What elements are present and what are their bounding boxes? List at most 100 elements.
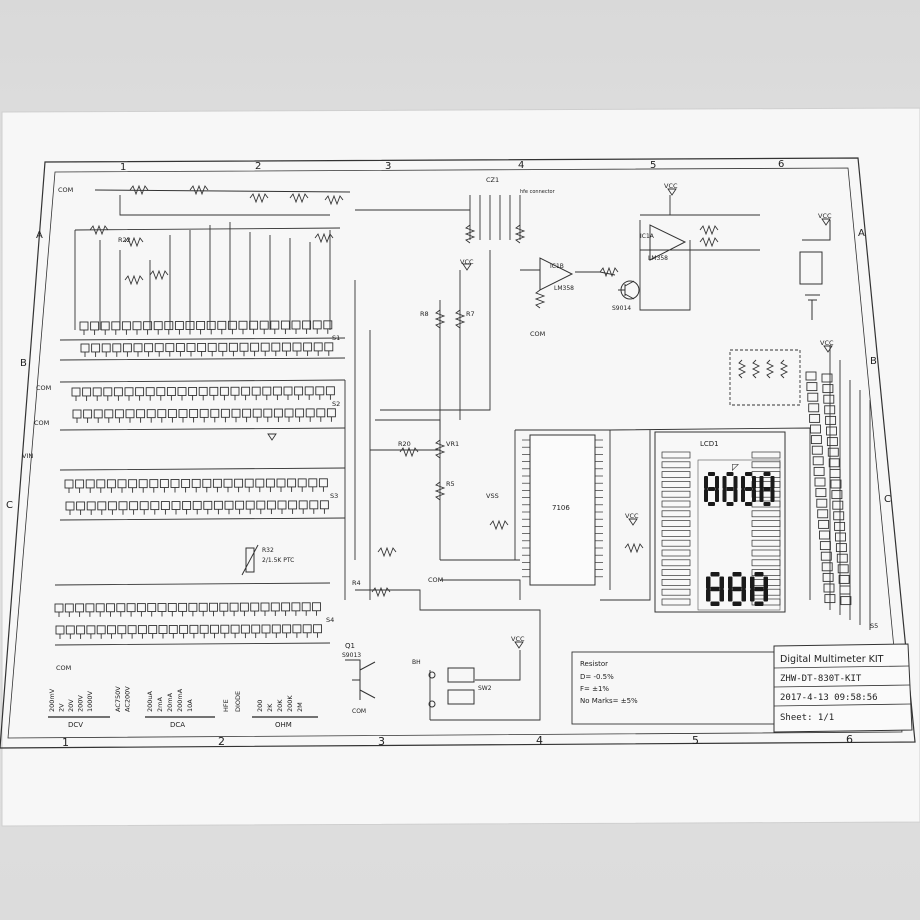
range-label: 10A xyxy=(186,699,194,712)
label-dcv: DCV xyxy=(68,721,83,729)
label-r5: R5 xyxy=(446,480,455,488)
switch-sw2 xyxy=(428,667,475,708)
label-lm358-2: LM358 xyxy=(648,255,668,262)
svg-text:5: 5 xyxy=(650,160,656,171)
label-lm358: LM358 xyxy=(554,285,574,292)
svg-text:4: 4 xyxy=(536,734,543,747)
svg-text:1: 1 xyxy=(120,162,126,173)
notes-d: D= -0.5% xyxy=(580,673,614,681)
label-ohm: OHM xyxy=(275,721,292,729)
label-vss: VSS xyxy=(486,492,499,500)
label-com-mid: COM xyxy=(428,576,443,584)
svg-text:B: B xyxy=(870,356,877,367)
range-label: 20mA xyxy=(166,692,174,712)
label-com-left2: COM xyxy=(34,419,49,427)
label-s3: S3 xyxy=(330,492,338,500)
range-label: 1000V xyxy=(86,690,94,712)
label-s9014: S9014 xyxy=(612,305,631,312)
label-com-bottom: COM xyxy=(56,664,71,672)
title-date: 2017-4-13 09:58:56 xyxy=(780,693,878,703)
switch-s5 xyxy=(805,371,852,606)
label-ptc: 2/1.5K PTC xyxy=(262,557,294,564)
range-label: 2mA xyxy=(156,697,164,712)
title-text: Digital Multimeter KIT xyxy=(780,654,884,665)
svg-text:R32: R32 xyxy=(262,547,274,554)
range-label: 200V xyxy=(77,695,85,712)
wiring xyxy=(54,189,871,721)
range-label: 2K xyxy=(266,703,274,712)
label-bh: BH xyxy=(412,659,421,666)
ptc-resistor xyxy=(241,544,259,576)
ic-pins xyxy=(522,439,603,578)
transistor-q1 xyxy=(352,660,376,700)
range-label: 200uA xyxy=(146,690,154,712)
label-q1-part: S9013 xyxy=(342,652,361,659)
vcc-symbols xyxy=(267,188,833,649)
label-s4: S4 xyxy=(326,616,334,624)
svg-text:C: C xyxy=(6,500,13,511)
row-labels: A B C A B C xyxy=(6,228,891,511)
label-com-top: COM xyxy=(58,186,73,194)
range-label: 2V xyxy=(58,703,66,712)
notes-header: Resistor xyxy=(580,660,608,668)
label-r8: R8 xyxy=(420,310,429,318)
label-vcc2: VCC xyxy=(664,182,678,190)
label-ic1b: IC1B xyxy=(550,263,564,270)
battery xyxy=(799,220,831,320)
switch-s4 xyxy=(54,602,322,639)
label-ic1a: IC1A xyxy=(640,233,655,240)
ic-7106 xyxy=(529,434,596,586)
label-hfe-connector: hfe connector xyxy=(520,189,556,195)
svg-text:A: A xyxy=(858,228,865,239)
label-vcc1: VCC xyxy=(460,258,474,266)
label-vcc5: VCC xyxy=(625,512,639,520)
svg-text:5: 5 xyxy=(692,734,699,747)
switch-s1 xyxy=(79,320,334,357)
label-com-q1: COM xyxy=(352,708,366,715)
label-vr1: VR1 xyxy=(446,440,459,448)
drawing-frame xyxy=(0,157,916,749)
svg-text:C: C xyxy=(884,494,891,505)
title-sheet: Sheet: 1/1 xyxy=(780,713,834,723)
svg-text:2: 2 xyxy=(255,161,261,172)
svg-text:6: 6 xyxy=(778,159,784,170)
svg-text:6: 6 xyxy=(846,733,853,746)
label-lcd: LCD1 xyxy=(700,440,719,448)
label-q1: Q1 xyxy=(345,642,355,650)
label-r22: R22 xyxy=(118,236,131,244)
svg-text:4: 4 xyxy=(518,160,524,171)
column-labels-top: 1 2 3 4 5 6 xyxy=(120,159,784,173)
label-vcc6: VCC xyxy=(511,635,525,643)
opamp-ic1b xyxy=(539,257,574,291)
title-part: ZHW-DT-830T-KIT xyxy=(780,674,862,684)
svg-text:2: 2 xyxy=(218,735,225,748)
range-label: HFE xyxy=(222,699,230,712)
label-vin: VIN xyxy=(22,452,33,460)
label-sw2: SW2 xyxy=(478,685,492,692)
label-com-right: COM xyxy=(530,330,545,338)
lcd-digits xyxy=(704,472,775,606)
label-s2: S2 xyxy=(332,400,340,408)
svg-text:A: A xyxy=(36,230,43,241)
label-cz1: CZ1 xyxy=(486,176,499,184)
transistor-s9014 xyxy=(618,280,640,300)
label-dca: DCA xyxy=(170,721,185,729)
label-r20: R20 xyxy=(398,440,411,448)
label-com-left: COM xyxy=(36,384,51,392)
svg-text:3: 3 xyxy=(378,735,385,748)
resistors xyxy=(89,184,719,598)
range-label: AC200V xyxy=(124,686,132,712)
lcd-degree-indicator: ◸ xyxy=(732,463,739,473)
range-label: DIODE xyxy=(234,691,242,712)
range-label: 20V xyxy=(67,699,75,712)
label-vcc3: VCC xyxy=(818,212,832,220)
range-label: AC750V xyxy=(114,686,122,712)
title-block: Digital Multimeter KIT ZHW-DT-830T-KIT 2… xyxy=(773,643,913,733)
resistor-network xyxy=(729,349,801,406)
range-label: 20K xyxy=(276,699,284,712)
label-r7: R7 xyxy=(466,310,475,318)
svg-text:B: B xyxy=(20,358,27,369)
range-label: 2M xyxy=(296,702,304,712)
switch-s3 xyxy=(64,478,329,515)
